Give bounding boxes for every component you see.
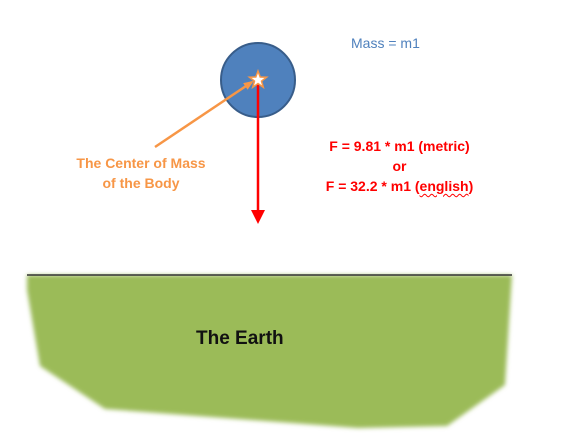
metric-equation: F = 9.81 * m1 (metric) <box>329 138 470 154</box>
earth-label: The Earth <box>196 328 284 349</box>
english-equation-prefix: F = 32.2 * m1 ( <box>325 178 420 194</box>
center-of-mass-label-line1: The Center of Mass <box>76 155 206 171</box>
english-word: english <box>419 178 469 194</box>
center-of-mass-label: The Center of Mass of the Body <box>56 153 226 193</box>
star-icon <box>247 68 269 90</box>
center-of-mass-label-line2: of the Body <box>102 175 180 191</box>
earth-shape <box>27 275 512 428</box>
english-equation: F = 32.2 * m1 (english) <box>302 176 497 196</box>
english-equation-suffix: ) <box>468 178 474 194</box>
or-text: or <box>392 158 407 174</box>
force-equations: F = 9.81 * m1 (metric) or F = 32.2 * m1 … <box>302 136 497 196</box>
force-arrow <box>251 80 265 224</box>
mass-label: Mass = m1 <box>351 35 420 51</box>
center-of-mass-arrow <box>154 80 254 149</box>
